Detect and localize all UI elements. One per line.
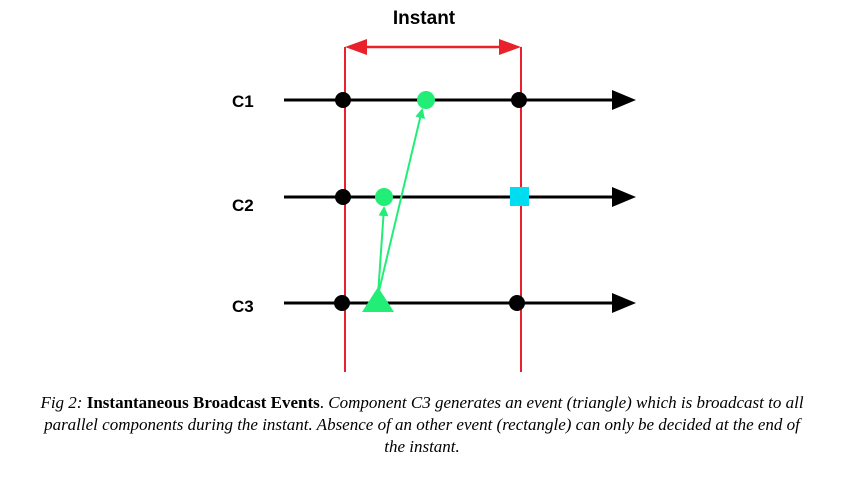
received-event-c1 <box>417 91 435 109</box>
other-event-rectangle <box>510 187 529 206</box>
instant-title: Instant <box>393 8 456 29</box>
generated-event-triangle <box>362 287 394 312</box>
caption-fig-label: Fig 2: <box>40 393 83 412</box>
figure-caption: Fig 2: Instantaneous Broadcast Events. C… <box>40 392 804 458</box>
caption-period: . <box>319 393 324 412</box>
component-label-c2: C2 <box>232 196 254 215</box>
boundary-dot-c2-start <box>335 189 351 205</box>
caption-text: Component C3 generates an event (triangl… <box>44 393 804 456</box>
component-label-c3: C3 <box>232 297 254 316</box>
received-event-c2 <box>375 188 393 206</box>
broadcast-arrow-to-c1 <box>377 108 426 296</box>
broadcast-diagram: Instant C1 C2 C3 <box>232 8 636 372</box>
boundary-dot-c1-end <box>511 92 527 108</box>
component-label-c1: C1 <box>232 92 254 111</box>
boundary-dot-c3-start <box>334 295 350 311</box>
boundary-dot-c1-start <box>335 92 351 108</box>
caption-title: Instantaneous Broadcast Events <box>86 393 320 412</box>
instant-span-arrow <box>345 39 521 55</box>
boundary-dot-c3-end <box>509 295 525 311</box>
broadcast-arrow-to-c2 <box>377 206 389 296</box>
